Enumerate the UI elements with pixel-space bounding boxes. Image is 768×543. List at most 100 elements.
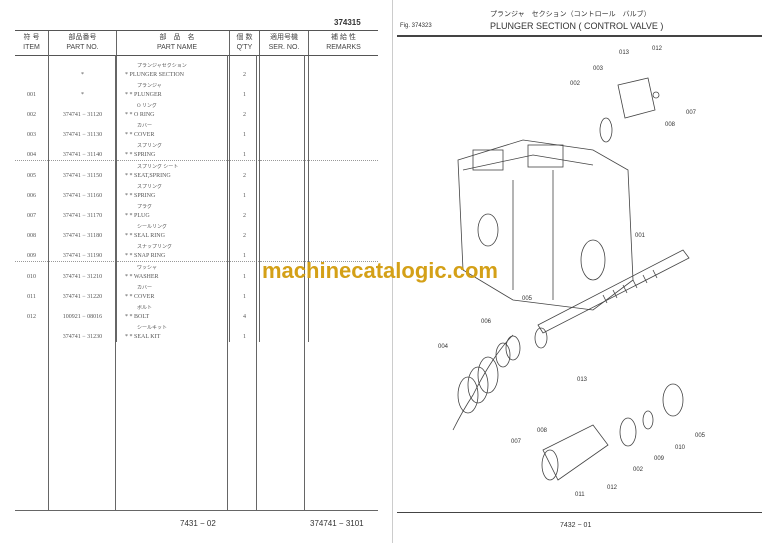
part-name-kana: O リング	[137, 103, 157, 109]
part-number: 100921 − 08016	[48, 301, 117, 322]
part-number: 374741 − 31170	[48, 200, 117, 221]
part-name-en: * * BOLT	[125, 313, 150, 320]
serial-number	[259, 55, 309, 80]
part-name-kana: シールキット	[137, 325, 168, 331]
serial-number	[259, 99, 309, 120]
header-en: REMARKS	[326, 44, 361, 51]
column-line	[304, 55, 305, 510]
quantity: 1	[229, 180, 260, 201]
quantity: 1	[229, 260, 260, 282]
table-row: 001 * プランジャ* * PLUNGER 1	[15, 79, 378, 100]
quantity: 4	[229, 301, 260, 322]
header-jp: 個 数	[236, 34, 253, 41]
callout-label: 007	[686, 110, 697, 116]
table-row: 002 374741 − 31120 O リング* * O RING 2	[15, 99, 378, 120]
remarks	[308, 99, 378, 120]
item-number: 005	[15, 159, 49, 181]
item-number: 009	[27, 252, 36, 259]
part-number: 374741 − 31120	[48, 99, 117, 120]
serial-number	[259, 321, 309, 342]
part-number: 374741 − 31220	[48, 281, 117, 302]
remarks	[308, 281, 378, 302]
quantity: 1	[229, 281, 260, 302]
table-row: 012 100921 − 08016 ボルト * * BOLT 4	[15, 301, 378, 322]
part-name-en: * * O RING	[125, 111, 155, 118]
part-name-en: * * SEAL KIT	[125, 333, 161, 340]
part-name: スプリング シート* * SEAT,SPRING	[116, 159, 230, 181]
part-name: ワッシャ* * WASHER	[116, 260, 230, 282]
table-bottom-line	[15, 510, 378, 511]
remarks	[308, 200, 378, 221]
part-name-kana: プランジャセクション	[137, 63, 187, 69]
quantity: 1	[229, 240, 260, 261]
column-line	[227, 55, 228, 510]
header-en: Q'TY	[236, 44, 253, 51]
part-number: *	[48, 55, 117, 80]
part-name: カバー* * COVER	[116, 119, 230, 140]
callout-label: 001	[635, 233, 646, 239]
serial-number	[259, 240, 309, 261]
item-number: 002	[27, 111, 36, 118]
remarks	[308, 159, 378, 181]
serial-number	[259, 301, 309, 322]
callout-label: 008	[665, 122, 676, 128]
header-jp: 補 給 性	[331, 34, 356, 41]
table-row: 374741 − 31230 シールキット * * SEAL KIT 1	[15, 321, 378, 342]
part-name-en: * * SNAP RING	[125, 252, 166, 259]
catalog-number: 374741 − 3101	[310, 519, 364, 528]
column-header: 補 給 性 REMARKS	[308, 30, 378, 56]
serial-number	[259, 220, 309, 241]
item-number: 001	[27, 91, 36, 98]
item-number: 012	[27, 313, 36, 320]
remarks	[308, 240, 378, 261]
serial-number	[259, 180, 309, 201]
part-name-kana: ボルト	[137, 305, 153, 311]
table-row: 008 374741 − 31180 シールリング* * SEAL RING 2	[15, 220, 378, 241]
part-name-en: * * PLUNGER	[125, 91, 162, 98]
header-en: SER. NO.	[268, 44, 300, 51]
column-line	[256, 55, 257, 510]
serial-number	[259, 281, 309, 302]
header-rule	[397, 35, 762, 37]
part-name: カバー* * COVER	[116, 281, 230, 302]
item-number: 003	[27, 131, 36, 138]
callout-label: 002	[633, 467, 644, 473]
part-name-en: * * SEAL RING	[125, 232, 165, 239]
remarks	[308, 321, 378, 342]
callout-label: 013	[619, 50, 630, 56]
page-number-left: 7431 − 02	[180, 519, 216, 528]
quantity: 2	[229, 159, 260, 181]
quantity: 1	[229, 321, 260, 342]
item-number	[15, 322, 49, 342]
quantity: 1	[229, 139, 260, 160]
part-name: プランジャ* * PLUNGER	[116, 79, 230, 100]
figure-number: Fig. 374323	[400, 23, 432, 29]
callout-label: 012	[607, 485, 618, 491]
part-name: プランジャセクション* PLUNGER SECTION	[116, 55, 230, 80]
remarks	[308, 119, 378, 140]
item-number: 007	[27, 212, 36, 219]
cover-top	[599, 77, 660, 143]
callout-label: 008	[537, 428, 548, 434]
serial-number	[259, 119, 309, 140]
item-number	[15, 56, 49, 80]
watermark: machinecatalogic.com	[262, 258, 498, 283]
quantity: 1	[229, 119, 260, 140]
part-name-en: * * COVER	[125, 293, 155, 300]
part-name-en: * * PLUG	[125, 212, 150, 219]
quantity: 1	[229, 79, 260, 100]
remarks	[308, 180, 378, 201]
quantity: 2	[229, 220, 260, 241]
callout-label: 013	[577, 377, 588, 383]
callout-label: 003	[593, 66, 604, 72]
callout-label: 007	[511, 439, 522, 445]
table-row: 006 374741 − 31160 スプリング* * SPRING 1	[15, 180, 378, 201]
callout-label: 011	[575, 492, 585, 498]
callout-label: 005	[522, 296, 533, 302]
part-number: 374741 − 31150	[48, 159, 117, 181]
part-number: 374741 − 31230	[48, 321, 117, 342]
